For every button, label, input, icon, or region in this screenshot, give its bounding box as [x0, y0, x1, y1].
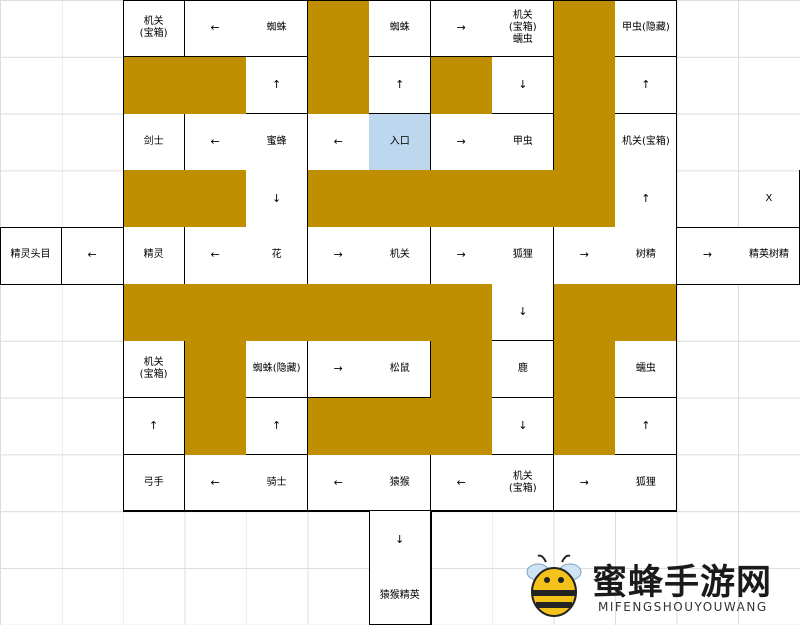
map-arrow-cell: ← [184, 113, 247, 171]
map-room-cell: 甲虫 [492, 113, 555, 171]
map-arrow-cell: → [430, 0, 493, 58]
bee-icon [526, 554, 582, 617]
map-wall-cell [184, 340, 247, 399]
map-room-cell: 剑士 [123, 113, 186, 171]
map-room-cell: 鹿 [492, 340, 555, 399]
watermark-logo: 蜜蜂手游网 MIFENGSHOUYOUWANG [520, 552, 790, 620]
map-arrow-cell: → [430, 227, 493, 285]
map-arrow-cell: ↑ [369, 56, 432, 115]
map-room-cell: 精灵 [123, 227, 186, 285]
map-wall-cell [553, 0, 616, 58]
map-wall-cell [553, 170, 616, 228]
map-wall-cell [369, 170, 432, 228]
map-arrow-cell: → [676, 227, 739, 285]
map-room-cell: 机关 (宝箱) 蠕虫 [492, 0, 555, 58]
map-arrow-cell: ↑ [615, 170, 678, 228]
map-marker-x: X [738, 170, 800, 228]
map-arrow-cell: → [307, 227, 370, 285]
map-room-cell: 树精 [615, 227, 678, 285]
map-room-cell: 猿猴 [369, 454, 432, 512]
map-room-cell: 狐狸 [615, 454, 678, 512]
map-wall-cell [492, 170, 555, 228]
map-room-cell: 蜘蛛 [246, 0, 309, 58]
map-room-cell: 机关(宝箱) [615, 113, 678, 171]
map-arrow-cell: ↑ [246, 56, 309, 115]
map-wall-cell [430, 397, 493, 456]
map-room-cell: 松鼠 [369, 340, 432, 399]
map-wall-cell [430, 170, 493, 228]
map-room-cell: 骑士 [246, 454, 309, 512]
map-wall-cell [369, 397, 432, 456]
map-room-cell: 弓手 [123, 454, 186, 512]
map-arrow-cell: → [307, 340, 370, 399]
map-arrow-cell: ← [184, 454, 247, 512]
map-room-cell: 机关 (宝箱) [123, 340, 186, 399]
map-wall-cell [123, 284, 186, 342]
watermark-title: 蜜蜂手游网 [592, 563, 773, 603]
watermark-subtitle: MIFENGSHOUYOUWANG [598, 600, 768, 614]
map-arrow-cell: ↓ [492, 397, 555, 456]
map-wall-cell [184, 56, 247, 115]
map-wall-cell [307, 56, 370, 115]
map-room-cell: 精英树精 [738, 227, 800, 285]
map-room-cell: 蜜蜂 [246, 113, 309, 171]
map-wall-cell [553, 113, 616, 171]
map-arrow-cell: ↑ [615, 56, 678, 115]
map-arrow-cell: ← [307, 113, 370, 171]
map-arrow-cell: ← [184, 0, 247, 58]
map-wall-cell [307, 284, 370, 342]
map-arrow-cell: → [553, 454, 616, 512]
map-room-cell: 花 [246, 227, 309, 285]
map-wall-cell [184, 170, 247, 228]
map-room-cell: 机关 (宝箱) [123, 0, 186, 58]
map-room-cell: 蜘蛛(隐藏) [246, 340, 309, 399]
map-arrow-cell: ↓ [369, 511, 432, 569]
map-room-cell: 猿猴精英 [369, 568, 432, 625]
map-wall-cell [184, 397, 247, 456]
map-arrow-cell: ↑ [123, 397, 186, 456]
map-wall-cell [123, 170, 186, 228]
map-wall-cell [246, 284, 309, 342]
map-entrance-cell: 入口 [369, 113, 432, 171]
map-wall-cell [553, 340, 616, 399]
map-wall-cell [430, 56, 493, 115]
map-wall-cell [430, 340, 493, 399]
map-arrow-cell: ← [430, 454, 493, 512]
map-room-cell: 狐狸 [492, 227, 555, 285]
map-wall-cell [553, 284, 616, 342]
map-arrow-cell: ↓ [492, 56, 555, 115]
map-arrow-cell: → [553, 227, 616, 285]
map-wall-cell [615, 284, 678, 342]
map-room-cell: 机关 [369, 227, 432, 285]
map-arrow-cell: → [430, 113, 493, 171]
map-room-cell: 机关 (宝箱) [492, 454, 555, 512]
map-room-cell: 精灵头目 [0, 227, 63, 285]
map-room-cell: 蜘蛛 [369, 0, 432, 58]
map-wall-cell [553, 56, 616, 115]
map-wall-cell [307, 397, 370, 456]
map-arrow-cell: ↓ [246, 170, 309, 228]
map-room-cell: 甲虫(隐藏) [615, 0, 678, 58]
map-wall-cell [123, 56, 186, 115]
map-wall-cell [184, 284, 247, 342]
map-arrow-cell: ↑ [615, 397, 678, 456]
map-arrow-cell: ↓ [492, 284, 555, 342]
map-room-cell: 蠕虫 [615, 340, 678, 399]
map-wall-cell [369, 284, 432, 342]
map-wall-cell [307, 0, 370, 58]
map-arrow-cell: ← [61, 227, 124, 285]
map-wall-cell [553, 397, 616, 456]
map-arrow-cell: ← [184, 227, 247, 285]
map-arrow-cell: ↑ [246, 397, 309, 456]
map-wall-cell [430, 284, 493, 342]
map-wall-cell [307, 170, 370, 228]
map-arrow-cell: ← [307, 454, 370, 512]
